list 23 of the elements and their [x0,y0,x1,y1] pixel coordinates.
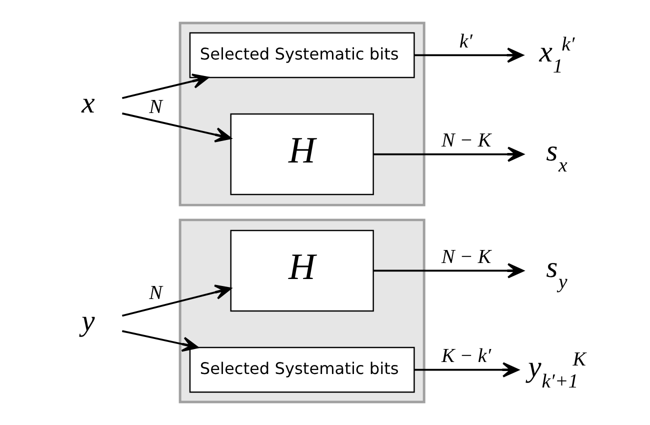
arrow [414,48,524,63]
node-box: H [230,113,374,196]
node-text: y [82,305,95,338]
node-text: s$_{y}$ [546,252,568,294]
node-text: s$_{x}$ [546,136,568,177]
edge-label: N [149,282,162,304]
edge-label: N [149,96,162,118]
node-text: x [82,87,95,120]
cluster [178,22,426,206]
arrow [414,362,520,378]
arrow [374,146,524,162]
edge-label: K − k′ [441,345,492,368]
node-box: Selected Systematic bits [189,346,415,393]
node-box: Selected Systematic bits [189,32,415,78]
arrow [122,330,199,352]
edge-label: k′ [459,30,473,52]
node-box: H [230,230,374,312]
arrow [122,112,232,142]
arrow [122,284,232,317]
edge-label: N − K [441,246,492,268]
arrow [122,74,209,100]
edge-label: N − K [441,130,492,152]
arrow [374,263,524,278]
